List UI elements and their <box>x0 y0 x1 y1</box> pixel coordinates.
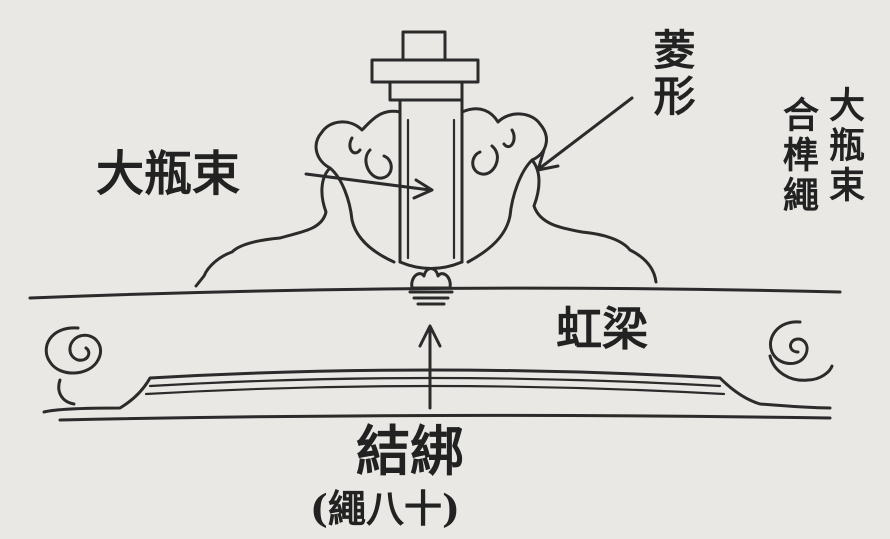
post-cap <box>370 30 480 102</box>
side-note-right: 大瓶束 <box>823 86 865 206</box>
rainbow-beam <box>28 286 842 422</box>
joint-label: 結綁 <box>356 419 464 483</box>
joint-arrow <box>418 324 442 410</box>
left-cloud-ornament <box>194 109 402 288</box>
main-beam-label: 大瓶束 <box>96 146 241 202</box>
right-cloud-ornament <box>460 107 658 284</box>
vertical-post <box>398 98 464 270</box>
cloud-ornament-label: 菱形 <box>647 28 696 120</box>
base-bracket <box>408 267 454 306</box>
left-scroll <box>44 326 103 406</box>
side-note-left: 合榫繩 <box>777 96 819 216</box>
rainbow-beam-label: 虹梁 <box>556 302 648 356</box>
right-scroll <box>768 320 834 382</box>
cloud-arrow <box>536 96 634 172</box>
joint-note: (繩八十) <box>310 486 460 531</box>
main-beam-arrow <box>304 172 434 200</box>
